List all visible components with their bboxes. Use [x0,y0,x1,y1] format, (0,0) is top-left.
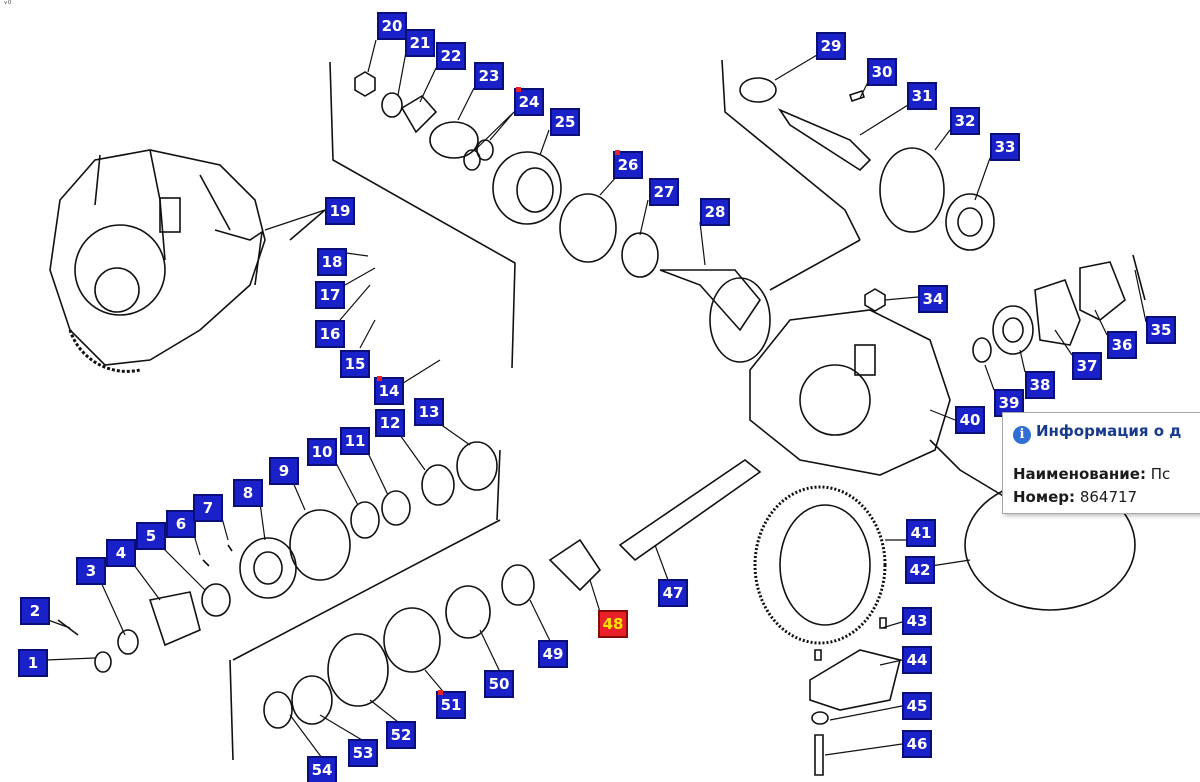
part-label[interactable]: 22 [436,42,466,70]
part-label[interactable]: 30 [867,58,897,86]
part-label[interactable]: 18 [317,248,347,276]
lower-left-chain-parts [57,441,498,673]
change-marker [615,150,620,155]
part-label[interactable]: 13 [414,398,444,426]
part-label[interactable]: 19 [325,197,355,225]
part-label[interactable]: 11 [340,427,370,455]
info-icon: i [1013,426,1031,444]
change-marker [438,690,443,695]
part-label[interactable]: 24 [514,88,544,116]
part-label-selected[interactable]: 48 [598,610,628,638]
part-label[interactable]: 10 [307,438,337,466]
part-label[interactable]: 41 [906,519,936,547]
part-label[interactable]: 6 [166,510,196,538]
part-label[interactable]: 32 [950,107,980,135]
part-label[interactable]: 46 [902,730,932,758]
part-label[interactable]: 23 [474,62,504,90]
number-value: 864717 [1079,488,1138,506]
part-label[interactable]: 50 [484,670,514,698]
part-label[interactable]: 49 [538,640,568,668]
tooltip-title: Информация о д [1036,422,1182,440]
part-label[interactable]: 4 [106,539,136,567]
part-label[interactable]: 3 [76,557,106,585]
part-label[interactable]: 7 [193,494,223,522]
assembly-housing-drawing [49,149,266,373]
name-label: Наименование: [1013,465,1146,483]
part-label[interactable]: 21 [405,29,435,57]
part-label[interactable]: 25 [550,108,580,136]
part-label[interactable]: 14 [374,377,404,405]
lower-middle-chain-parts [263,459,762,729]
leader-lines [45,39,1147,759]
part-label[interactable]: 40 [955,406,985,434]
part-info-tooltip: i Информация о д Наименование: Пс Номер: … [1002,412,1200,514]
right-top-chain-parts [739,77,995,251]
tooltip-name-row: Наименование: Пс [1013,465,1170,483]
change-marker [516,87,521,92]
part-label[interactable]: 2 [20,597,50,625]
part-label[interactable]: 29 [816,32,846,60]
part-label[interactable]: 53 [348,739,378,767]
part-label[interactable]: 20 [377,12,407,40]
part-label[interactable]: 37 [1072,352,1102,380]
part-label[interactable]: 28 [700,198,730,226]
number-label: Номер: [1013,488,1076,506]
part-label[interactable]: 17 [315,281,345,309]
part-label[interactable]: 5 [136,522,166,550]
part-label[interactable]: 9 [269,457,299,485]
part-label[interactable]: 34 [918,285,948,313]
top-chain-parts [354,71,771,363]
part-label[interactable]: 1 [18,649,48,677]
tooltip-header: i Информация о д [1013,422,1181,444]
part-label[interactable]: 47 [658,579,688,607]
part-label[interactable]: 33 [990,133,1020,161]
part-label[interactable]: 16 [315,320,345,348]
part-label[interactable]: 36 [1107,331,1137,359]
bracket-lines [229,59,1011,761]
tooltip-number-row: Номер: 864717 [1013,488,1137,506]
part-label[interactable]: 45 [902,692,932,720]
part-label[interactable]: 15 [340,350,370,378]
change-marker [377,376,382,381]
part-label[interactable]: 35 [1146,316,1176,344]
part-label[interactable]: 38 [1025,371,1055,399]
part-label[interactable]: 27 [649,178,679,206]
part-label[interactable]: 44 [902,646,932,674]
part-label[interactable]: 31 [907,82,937,110]
part-label[interactable]: 51 [436,691,466,719]
part-label[interactable]: 12 [375,409,405,437]
part-label[interactable]: 8 [233,479,263,507]
ring-gear-parts [753,479,1136,776]
part-label[interactable]: 54 [307,756,337,782]
part-label[interactable]: 42 [905,556,935,584]
right-housing-parts [749,254,1146,476]
corner-mark: ᵛ⁰ [4,0,12,10]
part-label[interactable]: 52 [386,721,416,749]
part-label[interactable]: 43 [902,607,932,635]
part-label[interactable]: 26 [613,151,643,179]
name-value: Пс [1150,465,1171,483]
